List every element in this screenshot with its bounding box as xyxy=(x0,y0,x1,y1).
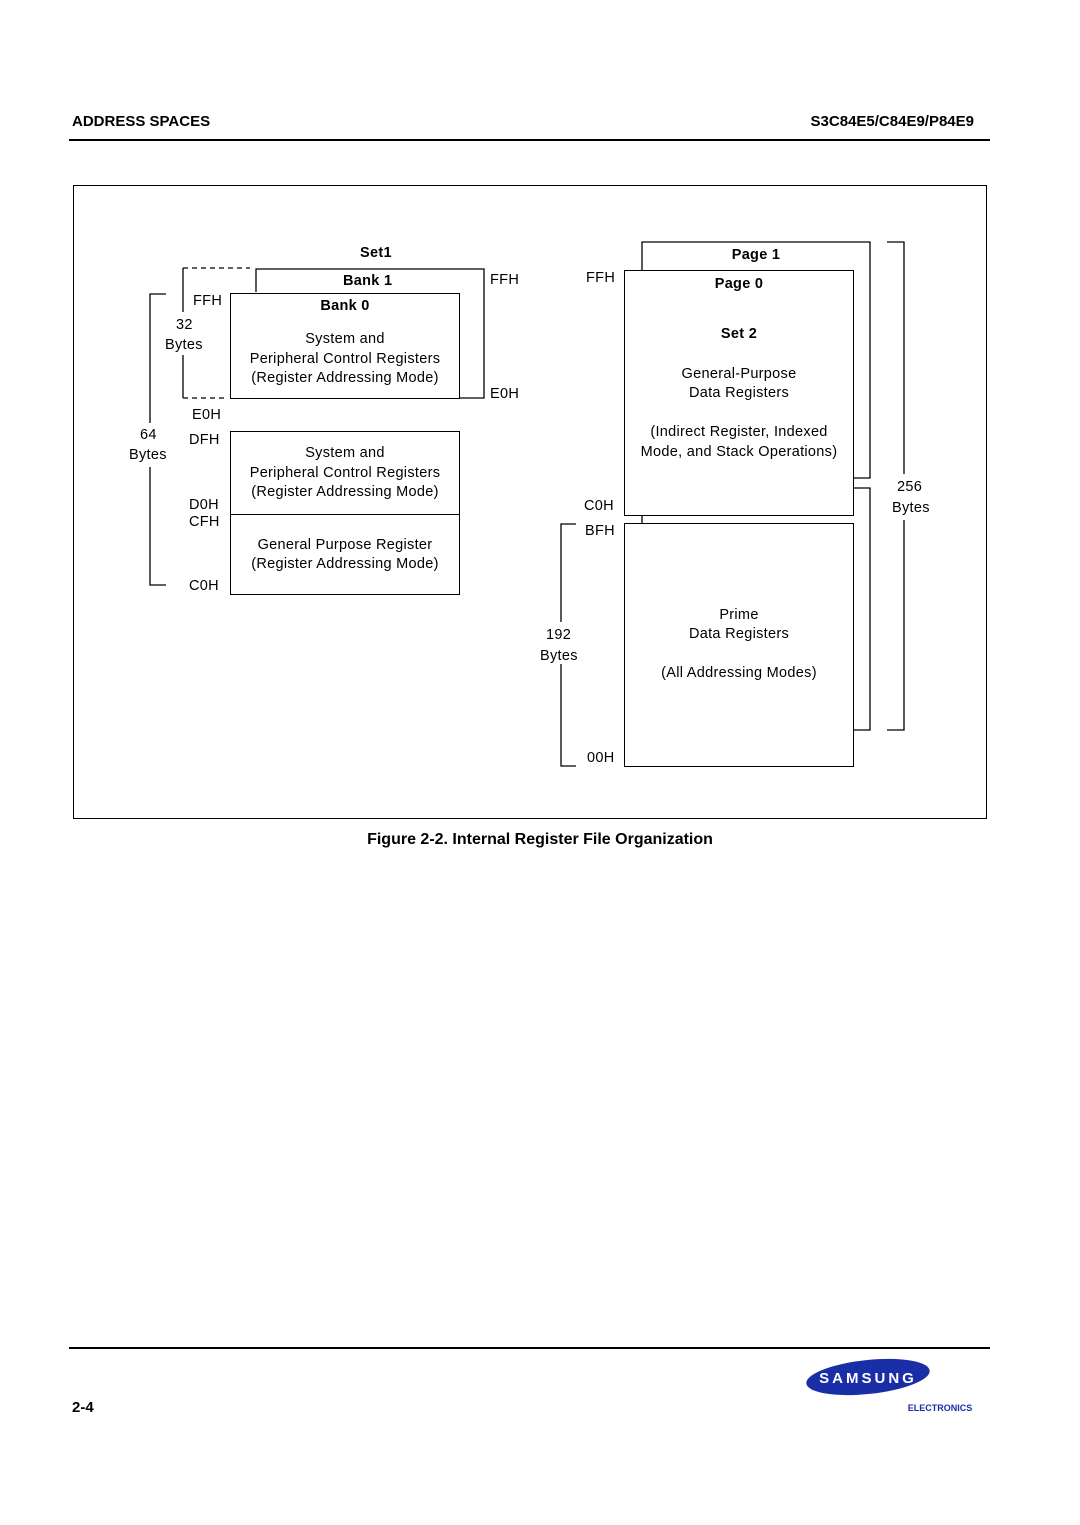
bracket-256-top xyxy=(887,241,905,474)
size-192-unit: Bytes xyxy=(540,648,578,664)
bank0-line-2: Peripheral Control Registers xyxy=(249,351,441,367)
addr-e0h-bank1: E0H xyxy=(490,386,520,402)
addr-ffh-bank1: FFH xyxy=(490,272,520,288)
prime-line-2: Data Registers xyxy=(688,626,790,642)
lower-divider xyxy=(231,514,459,515)
bank0-box: Bank 0 System and Peripheral Control Reg… xyxy=(230,293,460,399)
bracket-192-bottom xyxy=(560,664,576,767)
bracket-64-bottom xyxy=(149,467,166,586)
prime-note: (All Addressing Modes) xyxy=(661,665,817,681)
addr-ffh-set1: FFH xyxy=(193,293,223,309)
addr-00h: 00H xyxy=(587,750,615,766)
size-32-num: 32 xyxy=(176,317,193,333)
size-64-unit: Bytes xyxy=(129,447,167,463)
addr-e0h-set1: E0H xyxy=(192,407,222,423)
addr-ffh-set2: FFH xyxy=(586,270,616,286)
set1-title: Set1 xyxy=(360,245,392,261)
gp-note-line-2: Mode, and Stack Operations) xyxy=(640,444,838,460)
lower-line-3: (Register Addressing Mode) xyxy=(251,484,439,500)
bank1-label: Bank 1 xyxy=(343,273,393,289)
set2-label: Set 2 xyxy=(720,326,758,342)
bank0-label: Bank 0 xyxy=(320,298,370,314)
gp-data-line-1: General-Purpose xyxy=(681,366,797,382)
size-256-unit: Bytes xyxy=(892,500,930,516)
diagram-lines xyxy=(149,241,905,767)
addr-d0h: D0H xyxy=(189,497,219,513)
addr-bfh: BFH xyxy=(585,523,615,539)
addr-dfh: DFH xyxy=(189,432,220,448)
page-number: 2-4 xyxy=(72,1399,94,1416)
prime-box: Prime Data Registers (All Addressing Mod… xyxy=(624,523,854,767)
gp-line-2: (Register Addressing Mode) xyxy=(251,556,439,572)
addr-c0h-set2: C0H xyxy=(584,498,614,514)
bank0-line-3: (Register Addressing Mode) xyxy=(251,370,439,386)
figure-caption: Figure 2-2. Internal Register File Organ… xyxy=(367,831,713,848)
page1-box-outline-lower xyxy=(854,487,871,731)
size-32-unit: Bytes xyxy=(165,337,203,353)
size-64-num: 64 xyxy=(140,427,157,443)
gp-line-1: General Purpose Register xyxy=(257,537,433,553)
page1-box-outline-upper xyxy=(641,241,871,479)
size-256-num: 256 xyxy=(897,479,923,495)
prime-line-1: Prime xyxy=(719,607,759,623)
page0-label: Page 0 xyxy=(714,276,764,292)
footer-rule xyxy=(69,1347,990,1349)
section-title: ADDRESS SPACES xyxy=(72,113,211,130)
logo-sub-text: ELECTRONICS xyxy=(908,1403,973,1413)
addr-cfh: CFH xyxy=(189,514,220,530)
set1-lower-box: System and Peripheral Control Registers … xyxy=(230,431,460,595)
bank0-line-1: System and xyxy=(305,331,385,347)
header-rule xyxy=(69,139,990,141)
page1-label: Page 1 xyxy=(731,247,781,263)
size-192-num: 192 xyxy=(546,627,572,643)
gp-data-line-2: Data Registers xyxy=(688,385,790,401)
part-number: S3C84E5/C84E9/P84E9 xyxy=(810,113,974,130)
bracket-192-top xyxy=(560,523,576,622)
lower-line-2: Peripheral Control Registers xyxy=(249,465,441,481)
bracket-64-top xyxy=(149,293,166,423)
samsung-logo: SAMSUNG ELECTRONICS xyxy=(806,1357,981,1422)
addr-c0h-set1: C0H xyxy=(189,578,219,594)
gp-note-line-1: (Indirect Register, Indexed xyxy=(650,424,828,440)
figure-frame xyxy=(73,185,987,819)
bank1-box-outline xyxy=(255,268,485,399)
page0-box: Page 0 Set 2 General-Purpose Data Regist… xyxy=(624,270,854,516)
lower-line-1: System and xyxy=(305,445,385,461)
bracket-256-bottom xyxy=(887,520,905,731)
logo-brand-text: SAMSUNG xyxy=(819,1370,917,1387)
